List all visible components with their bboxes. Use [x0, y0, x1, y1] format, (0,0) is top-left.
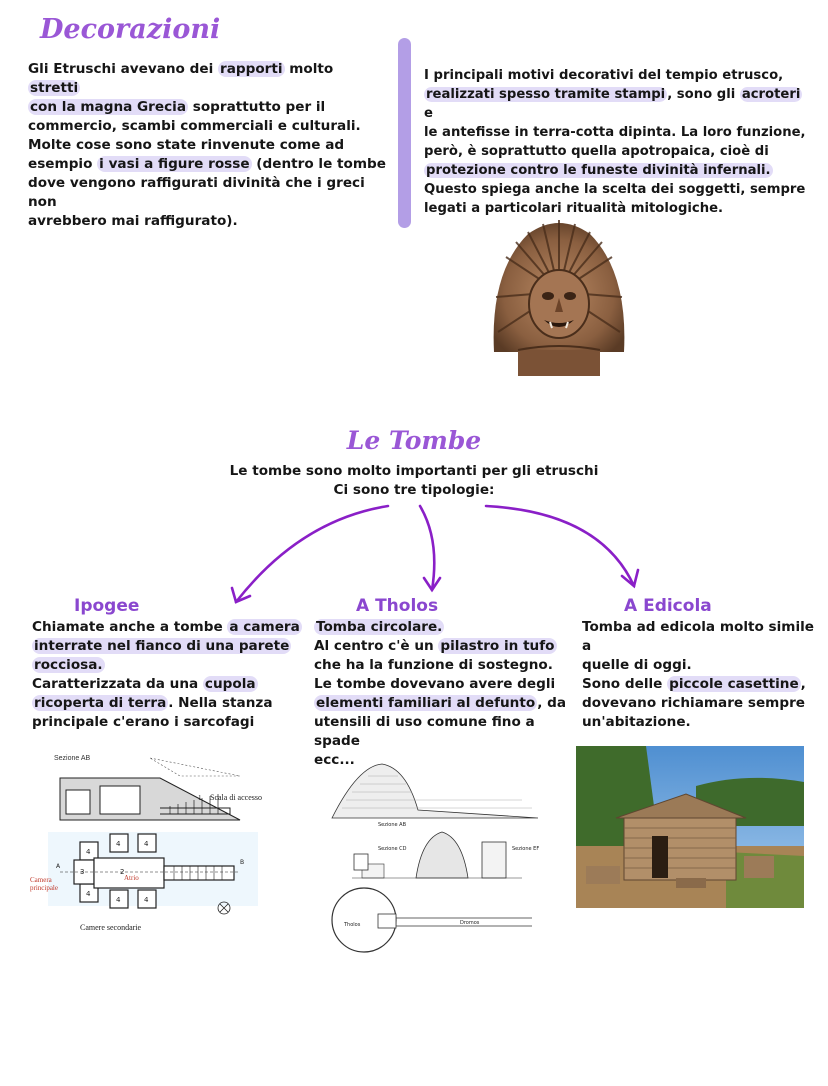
- text: . Nella stanza: [168, 695, 273, 711]
- text-line: Molte cose sono state rinvenute come ad: [28, 137, 345, 153]
- camere-secondarie-label: Camere secondarie: [80, 923, 142, 932]
- highlight: pilastro in tufo: [438, 638, 557, 654]
- tholos-paragraph: Tomba circolare. Al centro c'è un pilast…: [314, 618, 574, 770]
- highlight: realizzati spesso tramite stampi: [424, 87, 668, 102]
- camera-label: Camera: [30, 876, 53, 884]
- sezione-ef-label: Sezione EF: [512, 846, 539, 852]
- highlight: rocciosa.: [32, 657, 105, 673]
- tombe-title: Le Tombe: [346, 426, 482, 455]
- ipogee-title: Ipogee: [74, 596, 140, 616]
- divider-bar: [398, 38, 411, 228]
- text-line: dovevano richiamare sempre: [582, 695, 805, 711]
- decorazioni-title: Decorazioni: [40, 14, 221, 45]
- edicola-tomb-photo: [576, 746, 804, 908]
- n4-label: 4: [86, 890, 91, 898]
- arrow-to-edicola: [484, 504, 636, 588]
- text: Gli Etruschi avevano dei: [28, 61, 218, 77]
- highlight: acroteri: [739, 87, 803, 102]
- tholos-label: Tholos: [343, 922, 361, 928]
- text-line: quelle di oggi.: [582, 657, 692, 673]
- ipogee-diagram: Sezione AB 1 Scala di accesso 4 4 4 4 4 …: [30, 755, 262, 932]
- highlight: stretti: [28, 80, 81, 96]
- tombe-intro: Le tombe sono molto importanti per gli e…: [164, 462, 664, 500]
- text: , da: [537, 695, 566, 711]
- highlight: Tomba circolare.: [314, 619, 445, 635]
- text-line: un'abitazione.: [582, 714, 691, 730]
- arrow-to-ipogee: [234, 504, 390, 604]
- highlight: ricoperta di terra: [32, 695, 169, 711]
- arrowhead-tholos: [422, 576, 442, 593]
- scala-label: Scala di accesso: [210, 793, 262, 802]
- arrowhead-edicola: [620, 568, 640, 589]
- text: molto: [284, 61, 334, 77]
- compass-icon: [217, 901, 231, 915]
- text-line: che ha la funzione di sostegno.: [314, 657, 553, 673]
- text-line: Questo spiega anche la scelta dei sogget…: [424, 182, 806, 197]
- tholos-title: A Tholos: [356, 596, 439, 616]
- edicola-title: A Edicola: [624, 596, 712, 616]
- text-line: le antefisse in terra-cotta dipinta. La …: [424, 125, 806, 140]
- atrio-label: Atrio: [124, 874, 139, 882]
- text-line: legati a particolari ritualità mitologic…: [424, 201, 724, 216]
- text-line: Ci sono tre tipologie:: [333, 482, 495, 498]
- text: Chiamate anche a tombe: [32, 619, 228, 635]
- dromos-label: Dromos: [460, 920, 480, 926]
- text-line: utensili di uso comune fino a spade: [314, 714, 535, 749]
- highlight: interrate nel fianco di una parete: [32, 638, 292, 654]
- n4-label: 4: [144, 840, 149, 848]
- text-line: Le tombe sono molto importanti per gli e…: [229, 463, 599, 479]
- text: Al centro c'è un: [314, 638, 439, 654]
- text-line: commercio, scambi commerciali e cultural…: [28, 118, 361, 134]
- b-label: B: [240, 859, 244, 866]
- decorazioni-left-paragraph: Gli Etruschi avevano dei rapporti molto …: [28, 60, 388, 231]
- arrowhead-ipogee: [230, 586, 252, 604]
- text: Caratterizzata da una: [32, 676, 203, 692]
- text: soprattutto per il: [188, 99, 326, 115]
- text: , sono gli: [667, 87, 740, 102]
- tholos-diagram: Sezione AB Sezione CD Sezione EF Tholos …: [331, 763, 539, 953]
- principale-label: principale: [30, 884, 58, 892]
- highlight: piccole casettine: [667, 676, 801, 692]
- text-line: avrebbero mai raffigurato).: [28, 213, 238, 229]
- highlight: con la magna Grecia: [28, 99, 188, 115]
- text-line: ecc...: [314, 752, 355, 768]
- text-line: principale c'erano i sarcofagi: [32, 714, 255, 730]
- highlight: rapporti: [217, 61, 285, 77]
- decorazioni-right-paragraph: I principali motivi decorativi del tempi…: [424, 66, 814, 218]
- text-line: però, è soprattutto quella apotropaica, …: [424, 144, 769, 159]
- highlight: cupola: [202, 676, 258, 692]
- edicola-paragraph: Tomba ad edicola molto simile a quelle d…: [582, 618, 822, 732]
- a-label: A: [56, 863, 61, 870]
- text: (dentro le tombe: [251, 156, 386, 172]
- highlight: i vasi a figure rosse: [97, 156, 252, 172]
- arrow-to-tholos: [418, 504, 436, 592]
- text-line: I principali motivi decorativi del tempi…: [424, 68, 784, 83]
- sezione-ab-label: Sezione AB: [54, 755, 91, 762]
- text: esempio: [28, 156, 98, 172]
- sezione-cd-label: Sezione CD: [378, 846, 407, 852]
- ipogee-paragraph: Chiamate anche a tombe a camera interrat…: [32, 618, 307, 732]
- n4-label: 4: [144, 896, 149, 904]
- n1-label: 1: [198, 794, 202, 802]
- highlight: a camera: [227, 619, 302, 635]
- text-line: dove vengono raffigurati divinità che i …: [28, 175, 365, 210]
- n4-label: 4: [116, 896, 121, 904]
- text-line: Tomba ad edicola molto simile a: [582, 619, 815, 654]
- n4-label: 4: [86, 848, 91, 856]
- highlight: protezione contro le funeste divinità in…: [424, 163, 773, 178]
- text: ,: [800, 676, 806, 692]
- highlight: elementi familiari al defunto: [314, 695, 538, 711]
- text: Sono delle: [582, 676, 668, 692]
- antefix-gorgon-image: [493, 220, 625, 376]
- sezione-ab-label: Sezione AB: [378, 822, 407, 828]
- text-line: Le tombe dovevano avere degli: [314, 676, 556, 692]
- text: e: [424, 106, 433, 121]
- tipologie-arrows: [230, 504, 640, 604]
- n4-label: 4: [116, 840, 121, 848]
